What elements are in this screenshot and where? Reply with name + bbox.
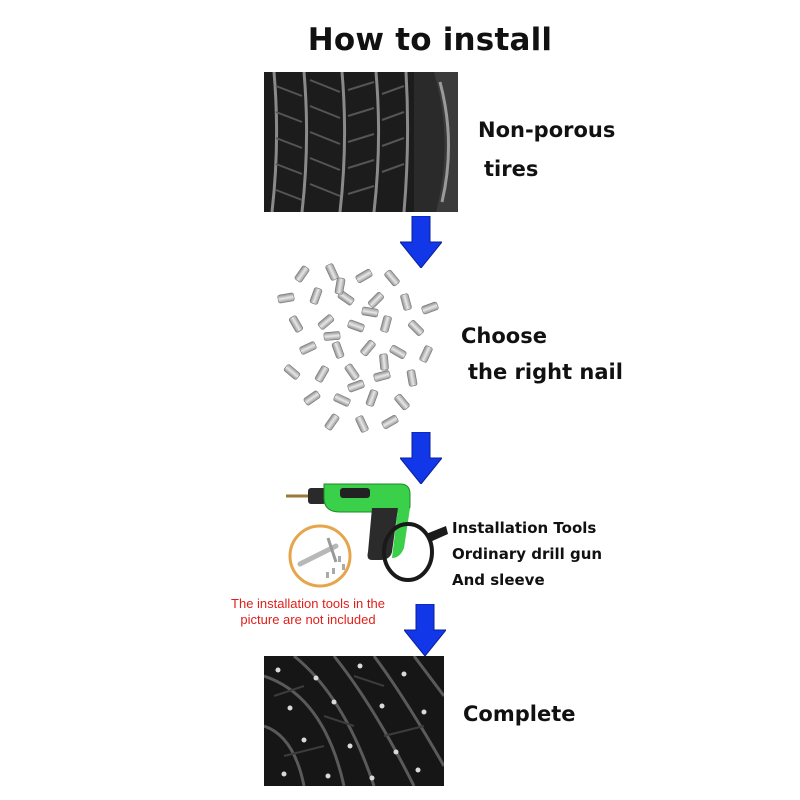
disclaimer-line2: picture are not included [240, 612, 376, 627]
tire-studs-image [268, 260, 446, 438]
down-arrow-icon [404, 604, 446, 656]
studded-tire-image [264, 656, 444, 786]
step-tools-line3: And sleeve [452, 571, 545, 589]
step-complete-label: Complete [463, 702, 576, 726]
page-title: How to install [307, 22, 553, 58]
step-tools-line1: Installation Tools [452, 519, 597, 537]
disclaimer-note: The installation tools in the picture ar… [216, 596, 400, 628]
down-arrow-icon [400, 216, 442, 268]
step-nail-line2: the right nail [468, 360, 623, 384]
step-tires-line1: Non-porous [478, 118, 616, 142]
step-nail-line1: Choose [461, 324, 547, 348]
step-tools-line2: Ordinary drill gun [452, 545, 603, 563]
disclaimer-line1: The installation tools in the [231, 596, 385, 611]
tire-tread-image [264, 72, 458, 212]
down-arrow-icon [400, 432, 442, 484]
step-tires-line2: tires [484, 157, 539, 181]
drill-and-sleeve-image [280, 478, 450, 590]
